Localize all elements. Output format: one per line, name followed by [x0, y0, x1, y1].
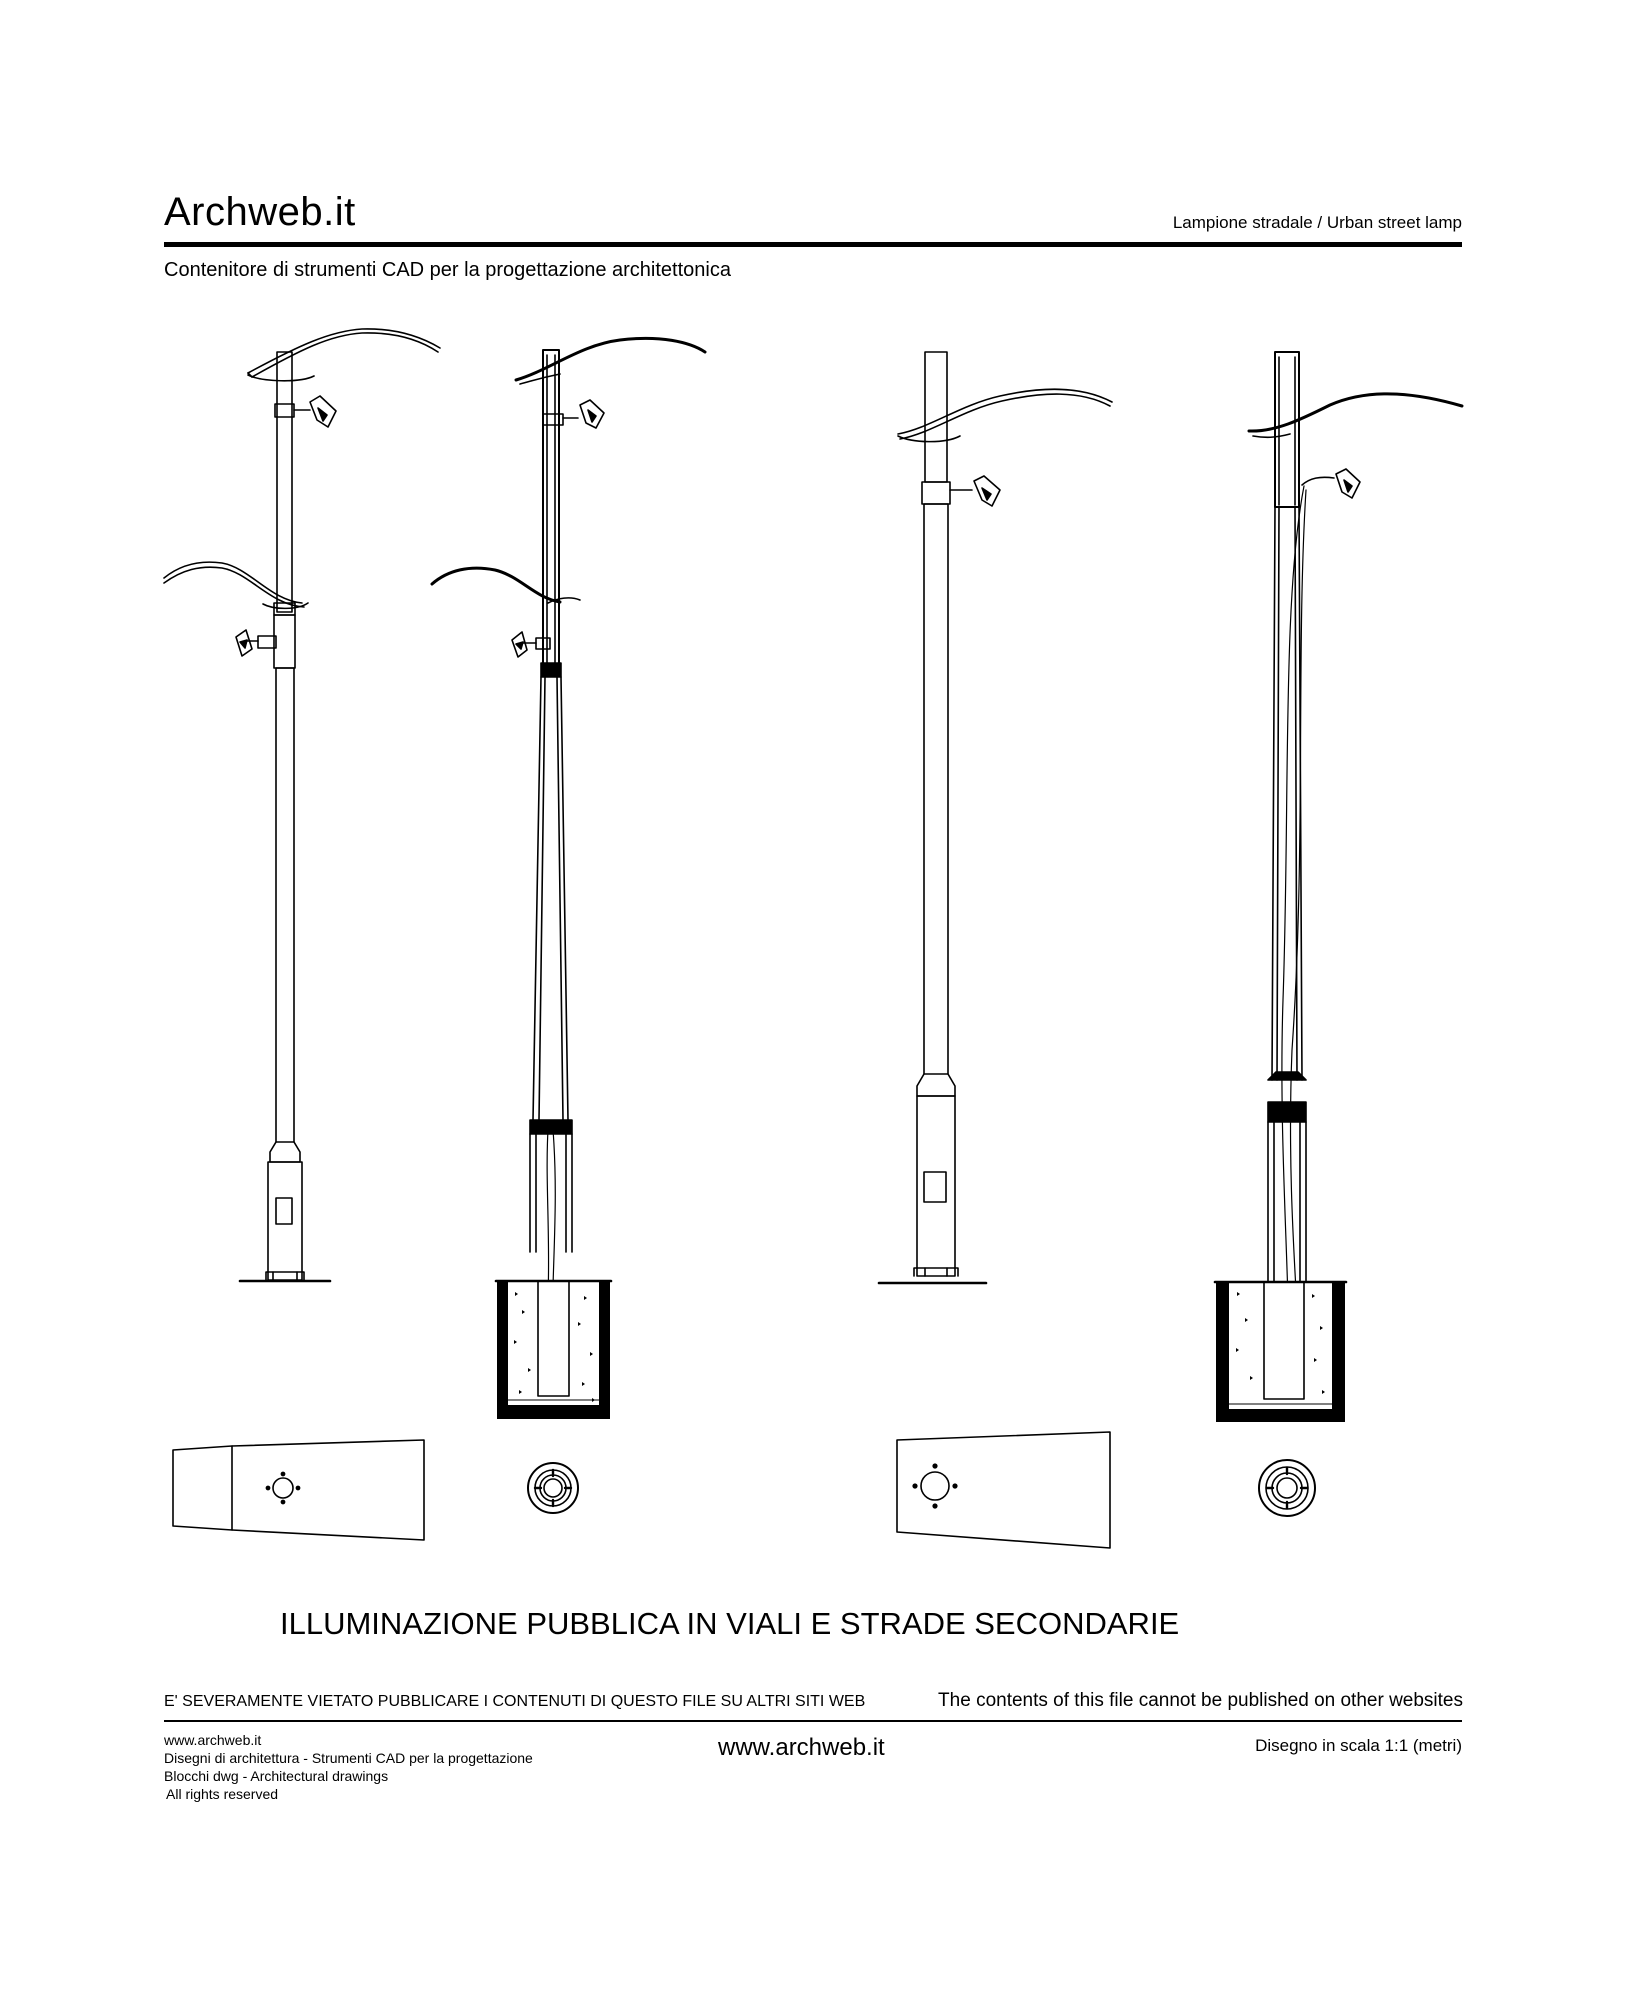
copyright-warning-it: E' SEVERAMENTE VIETATO PUBBLICARE I CONT… — [164, 1693, 866, 1710]
single-arm-lamp-section — [1213, 351, 1464, 1422]
footer-site-link[interactable]: www.archweb.it — [718, 1734, 885, 1761]
single-arm-base-plan — [1258, 1459, 1316, 1517]
drawing-caption: ILLUMINAZIONE PUBBLICA IN VIALI E STRADE… — [280, 1606, 1180, 1641]
header-divider — [164, 242, 1462, 247]
footer-info-line: Blocchi dwg - Architectural drawings — [164, 1768, 389, 1784]
drawing-scale: Disegno in scala 1:1 (metri) — [1255, 1736, 1462, 1755]
brand-logo: Archweb.it — [164, 190, 356, 234]
single-arm-lamp-elevation — [877, 351, 1113, 1285]
double-arm-lamp-plan — [172, 1439, 425, 1541]
copyright-warning-en: The contents of this file cannot be publ… — [938, 1690, 1463, 1711]
footer-info-line: www.archweb.it — [164, 1732, 262, 1748]
single-arm-lamp-plan — [896, 1431, 1111, 1549]
footer-info-line: Disegni di architettura - Strumenti CAD … — [164, 1750, 533, 1766]
document-title: Lampione stradale / Urban street lamp — [1172, 213, 1462, 232]
double-arm-lamp-elevation — [163, 328, 441, 1283]
double-arm-lamp-section — [430, 336, 707, 1419]
tagline: Contenitore di strumenti CAD per la prog… — [164, 259, 731, 281]
footer-info-line: All rights reserved — [166, 1786, 279, 1802]
footer-divider — [164, 1720, 1462, 1722]
double-arm-base-plan — [527, 1462, 579, 1514]
